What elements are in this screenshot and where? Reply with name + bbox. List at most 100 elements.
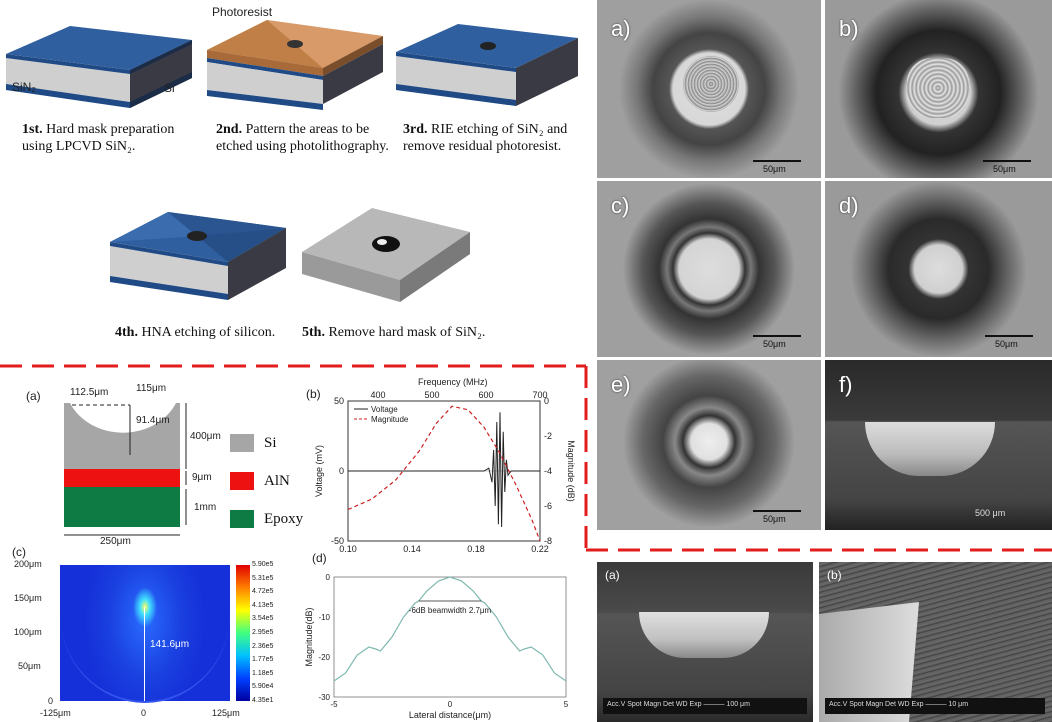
heat-xtick-0: -125μm (40, 708, 71, 718)
heat-xtick-1: 0 (141, 708, 147, 718)
chart-b-y2label: Magnitude (dB) (566, 440, 576, 502)
sem-panel-d: d) 50μm (825, 181, 1052, 357)
sem-panel-c: c) 50μm (597, 181, 821, 357)
chart-b-ytick: -50 (331, 536, 344, 546)
step5-text: Remove hard mask of SiN₂. (328, 325, 486, 340)
sem-panel-a: a) 50μm (597, 0, 821, 178)
step5-caption: 5th. Remove hard mask of SiN₂. (302, 324, 502, 341)
sem-panel-b: b) 50μm (825, 0, 1052, 178)
chart-d-frame (333, 576, 567, 698)
chart-b-xtick: 0.10 (339, 544, 357, 554)
step3-num: 3rd. (403, 122, 428, 137)
chart-d-xtick: 0 (448, 700, 453, 709)
chart-b-ytick: 0 (339, 466, 344, 476)
colorbar-label: 4.72e5 (252, 588, 274, 596)
chart-b-xtick: 0.18 (467, 544, 485, 554)
step2-caption: 2nd. Pattern the areas to be etched usin… (216, 121, 416, 155)
dim-si: 400μm (190, 431, 221, 442)
chart-d-ytick: 0 (326, 573, 331, 582)
step2-text2: etched using photolithography. (216, 139, 389, 154)
sem-bowl-f (865, 422, 995, 476)
heat-ytick-0: 200μm (14, 559, 42, 569)
chart-b-top-tick: 500 (424, 390, 439, 400)
heat-ytick-4: 0 (48, 696, 54, 706)
step3-text: RIE etching of SiN₂ and (431, 122, 568, 137)
step2-num: 2nd. (216, 122, 243, 137)
colorbar-label: 5.31e5 (252, 574, 274, 582)
step1-wafer-illustration (6, 26, 192, 108)
colorbar-label: 5.90e4 (252, 683, 274, 691)
heatmap-c: (c) 141.6μm 200μm 150μm 100μm 50μm 0 -12… (0, 545, 300, 722)
step3-caption: 3rd. RIE etching of SiN₂ and remove resi… (403, 121, 593, 155)
layer-stack (64, 403, 187, 536)
legend-aln: AlN (230, 469, 310, 493)
sem-info-bar-a (603, 698, 807, 714)
scale-text-b: 50μm (993, 164, 1016, 174)
legend-text-epoxy: Epoxy (264, 510, 304, 527)
sem-bottom-label-b: (b) (827, 568, 842, 582)
scalebar-a (753, 160, 801, 162)
scalebar-d (985, 335, 1033, 337)
sem-bottom-bowl (639, 612, 769, 658)
legend-text-si: Si (264, 434, 277, 451)
chart-b-ylabel: Voltage (mV) (314, 445, 324, 497)
colorbar-label: 2.36e5 (252, 642, 274, 650)
chart-d-panel-label: (d) (312, 551, 327, 565)
scalebar-b (983, 160, 1031, 162)
step3-rie-illustration (396, 24, 578, 106)
legend-text-aln: AlN (264, 472, 290, 489)
dim-radius: 112.5μm (70, 387, 109, 398)
schematic-panel: (a) 112.5μm 115μm 91.4μm 400μm 9μm 1mm 2… (0, 375, 303, 547)
step1-text: Hard mask preparation (46, 122, 175, 137)
colorbar-label: 5.90e5 (252, 561, 274, 568)
step4-text: HNA etching of silicon. (141, 325, 276, 340)
sem-texture-a (683, 56, 739, 112)
chart-d-xtick: -5 (330, 700, 338, 709)
heatmap-panel-label: (c) (12, 545, 26, 559)
chart-b-xtick: 0.22 (531, 544, 549, 554)
chart-b-panel-label: (b) (306, 387, 321, 401)
dim-aln: 9μm (192, 472, 212, 483)
step4-caption: 4th. HNA etching of silicon. (115, 324, 295, 341)
sem-texture-b (907, 58, 969, 118)
chart-d-series (333, 576, 567, 682)
scale-text-d: 50μm (995, 339, 1018, 349)
sem-label-e: e) (611, 372, 631, 397)
label-photoresist: Photoresist (212, 5, 273, 19)
sem-bottom-label-a: (a) (605, 568, 620, 582)
focal-distance: 141.6μm (150, 639, 190, 650)
colorbar-label: 2.95e5 (252, 629, 274, 636)
chart-b-top-tick: 700 (532, 390, 547, 400)
heatmap-field (60, 565, 230, 703)
chart-d-annotation: -6dB beamwidth 2.7μm (409, 606, 492, 615)
step4-num: 4th. (115, 325, 138, 340)
chart-d-xlabel: Lateral distance(μm) (409, 710, 491, 720)
sem-panel-f: f) 500 μm (825, 360, 1052, 530)
chart-b-y2tick: -4 (544, 466, 552, 476)
label-si: Si (164, 81, 175, 95)
colorbar (236, 565, 250, 701)
chart-d-ytick: -10 (318, 613, 330, 622)
dim-top: 115μm (136, 383, 167, 394)
scale-text-a: 50μm (763, 164, 786, 174)
chart-b-legend-magnitude: Magnitude (371, 415, 409, 424)
dim-epoxy: 1mm (194, 502, 217, 513)
legend-swatch-si (230, 434, 254, 452)
step1-caption: 1st. Hard mask preparation using LPCVD S… (22, 121, 212, 155)
scale-text-f: 500 μm (975, 508, 1006, 518)
scale-text-c: 50μm (763, 339, 786, 349)
heatmap-arrow (144, 607, 145, 701)
step2-text: Pattern the areas to be (245, 122, 370, 137)
sem-label-a: a) (611, 16, 631, 41)
chart-d-xtick: 5 (564, 700, 569, 709)
heat-xtick-2: 125μm (212, 708, 240, 718)
sem-bottom-b: (b) Acc.V Spot Magn Det WD Exp ——— 10 μm (819, 562, 1052, 722)
schematic-panel-label: (a) (26, 389, 41, 403)
material-legend: Si AlN Epoxy (230, 431, 310, 531)
chart-b-legend-voltage: Voltage (371, 405, 398, 414)
chart-d-ylabel: Magnitude(dB) (304, 607, 314, 666)
colorbar-label: 3.54e5 (252, 615, 274, 623)
